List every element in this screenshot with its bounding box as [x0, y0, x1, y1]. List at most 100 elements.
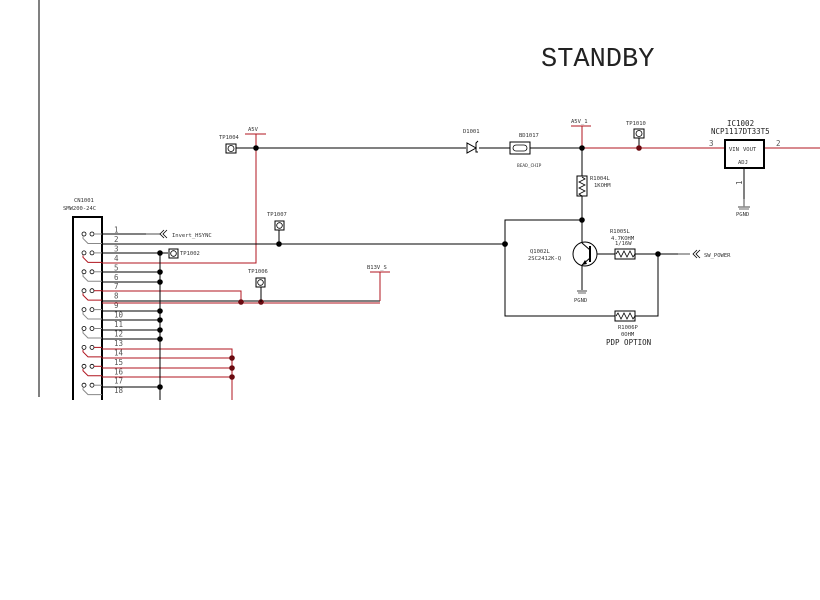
resistor-r1004l[interactable]: R1004L 1KOHM — [576, 175, 611, 197]
connector-lead — [82, 293, 102, 301]
connector-pin-number: 2 — [114, 235, 119, 244]
q1002l-part: 2SC2412K-Q — [528, 256, 561, 262]
connector-pin-number: 15 — [114, 358, 123, 367]
transistor-q1002l[interactable]: Q1002L 2SC2412K-Q — [528, 240, 598, 290]
connector-contact-icon — [81, 326, 87, 331]
d1001-label: D1001 — [463, 129, 480, 135]
connector-lead — [82, 330, 102, 339]
tp1010-label: TP1010 — [626, 121, 646, 127]
connector-lead — [82, 387, 102, 396]
off-page-connector-icon — [159, 229, 168, 239]
connector-contact-icon — [81, 231, 87, 237]
ic-pin1-number: 1 — [735, 180, 744, 185]
ic-pin-adj: ADJ — [738, 160, 748, 166]
wire — [504, 219, 615, 317]
r1005l-value: 4.7KOHM — [611, 236, 635, 242]
a5v-1-label: A5V_1 — [571, 119, 588, 125]
tp1004-label: TP1004 — [219, 135, 240, 141]
page-title: STANDBY — [541, 45, 654, 75]
connector-lead — [82, 368, 102, 377]
connector-contact-icon — [89, 288, 95, 294]
connector-contact-icon — [89, 231, 95, 237]
connector-contact-icon — [81, 382, 87, 388]
connector-contact-icon — [89, 382, 95, 388]
connector-contact-icon — [81, 269, 87, 275]
connector-pin-number: 13 — [114, 339, 123, 348]
ic-pin-vout: VOUT — [743, 147, 757, 153]
r1006p-note: PDP OPTION — [606, 338, 651, 347]
ground-icon — [577, 290, 587, 294]
net-flag-a5v: A5V — [245, 127, 266, 135]
ic-pgnd-label: PGND — [736, 212, 749, 218]
test-point-tp1004[interactable]: TP1004 — [219, 135, 240, 154]
connector-pin-number: 12 — [114, 329, 123, 338]
junction — [253, 145, 259, 151]
connector-pin-number: 1 — [114, 226, 119, 235]
connector-lead — [82, 349, 102, 358]
ground-icon — [738, 199, 750, 210]
connector-contact-icon — [89, 326, 95, 331]
ic-pin3-number: 3 — [709, 139, 714, 148]
connector-pin-number: 17 — [114, 377, 123, 386]
connector-contact-icon — [89, 250, 95, 256]
ic-ic1002[interactable]: VIN VOUT ADJ IC1002 NCP1117DT33T5 3 2 1 … — [709, 119, 781, 218]
connector-lead — [82, 236, 102, 244]
test-point-tp1010[interactable]: TP1010 — [626, 121, 646, 148]
bead-bd1017[interactable]: BD1017 BEAD_CHIP — [509, 133, 542, 169]
invert-hsync-label: Invert_HSYNC — [172, 233, 212, 239]
connector-pin-number: 8 — [114, 292, 119, 301]
ic-pin2-number: 2 — [776, 139, 781, 148]
q1002l-pgnd-label: PGND — [574, 298, 587, 304]
connector-ref: CN1001 — [74, 198, 94, 204]
connector-contact-icon — [89, 344, 95, 350]
ic-ref: IC1002 — [727, 119, 754, 128]
connector-pin-number: 7 — [114, 282, 119, 291]
r1006p-value: 0OHM — [621, 332, 635, 338]
connector-pin-number: 18 — [114, 386, 124, 395]
connector-lead — [82, 274, 102, 282]
ic-part: NCP1117DT33T5 — [711, 127, 770, 136]
junction — [636, 145, 642, 151]
connector-contact-icon — [89, 307, 95, 313]
connector-contact-icon — [89, 269, 95, 275]
wire — [635, 254, 659, 317]
connector-pin-number: 16 — [114, 367, 124, 376]
connector-contact-icon — [81, 344, 87, 350]
r1004l-value: 1KOHM — [594, 183, 611, 189]
test-point-tp1007[interactable]: TP1007 — [267, 212, 287, 244]
connector-pin-number: 9 — [114, 301, 119, 310]
connector-pin-number: 3 — [114, 244, 119, 253]
q1002l-ref: Q1002L — [530, 249, 551, 255]
bd1017-value: BEAD_CHIP — [517, 163, 542, 169]
r1005l-ref: R1005L — [610, 229, 631, 235]
r1006p-ref: R1006P — [618, 325, 639, 331]
sw-power-label: SW_POWER — [704, 253, 731, 259]
test-point-tp1006[interactable]: TP1006 — [248, 269, 268, 302]
off-page-connector-icon — [692, 249, 701, 259]
diode-d1001[interactable]: D1001 — [463, 129, 480, 154]
resistor-r1006p[interactable]: R1006P 0OHM PDP OPTION — [606, 310, 651, 347]
junction — [655, 251, 661, 257]
connector-pin-number: 11 — [114, 320, 123, 329]
connector-contact-icon — [81, 307, 87, 313]
r1005l-power: 1/16W — [615, 241, 632, 247]
connector-lead — [82, 312, 102, 320]
tp1007-label: TP1007 — [267, 212, 287, 218]
a5v-label: A5V — [248, 127, 259, 133]
connector-pin-number: 14 — [114, 348, 124, 357]
connector-pin-number: 4 — [114, 254, 119, 263]
connector-pin-number: 6 — [114, 273, 119, 282]
a5v-drop-wire — [160, 134, 257, 264]
net-flag-b13v-s: B13V_S — [367, 265, 390, 273]
connector-contact-icon — [81, 288, 87, 294]
connector-contact-icon — [81, 250, 87, 256]
tp1002-label: TP1002 — [180, 251, 200, 257]
connector-junctions — [157, 241, 508, 390]
connector-wiring — [102, 233, 505, 400]
test-point-tp1002[interactable]: TP1002 — [168, 248, 200, 259]
connector-part: SMW200-24C — [63, 206, 96, 212]
connector-pin-number: 10 — [114, 311, 124, 320]
connector-lead — [82, 255, 102, 263]
